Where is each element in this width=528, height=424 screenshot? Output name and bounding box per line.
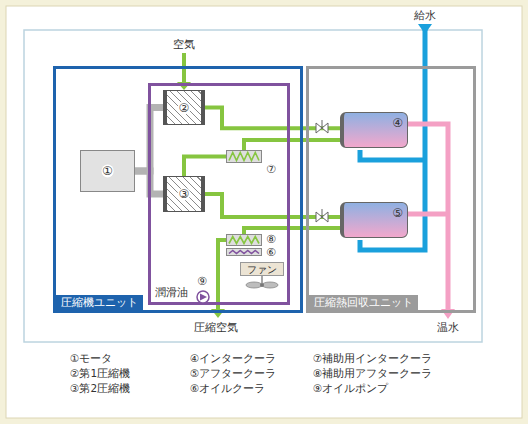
callout-number: ⑧	[266, 233, 276, 246]
valve	[316, 120, 328, 133]
flow-label: 温水	[437, 321, 459, 334]
cooler-coil: ⑧	[226, 234, 262, 246]
coil-symbol	[227, 151, 261, 162]
oil-cooler-coil: ⑥	[226, 248, 262, 256]
callout-number: ⑦	[266, 163, 276, 176]
frame	[24, 30, 482, 342]
air-line	[244, 140, 340, 150]
fan-blades	[246, 276, 278, 288]
group-title: 潤滑油	[155, 286, 188, 299]
cooler-coil: ⑦	[226, 150, 262, 163]
legend-text: ⑤アフタークーラ	[190, 367, 276, 380]
callout-number: ①	[101, 165, 114, 178]
hot-water-line	[408, 124, 448, 310]
air-line	[205, 108, 340, 129]
pump-symbol: ⑨	[196, 290, 210, 304]
callout-number: ④	[392, 117, 403, 130]
legend-text: ⑨オイルポンプ	[313, 382, 388, 395]
callout-number: ②	[178, 101, 191, 114]
unit-box: 圧縮熱回収ユニット ④ ⑤	[306, 66, 476, 313]
legend-text: ⑥オイルクーラ	[190, 382, 265, 395]
callout-number: ③	[178, 188, 191, 201]
callout-number: ⑤	[392, 207, 403, 220]
compressor-box: ③	[163, 176, 205, 212]
legend-text: ⑦補助用インタークーラ	[313, 352, 432, 365]
motor-box: ①	[80, 150, 135, 192]
callout-number: ⑨	[197, 275, 207, 288]
oil-loop: 潤滑油②③⑦⑧⑥ファン⑨	[148, 83, 290, 305]
air-line	[218, 240, 226, 310]
fan-box: ファン	[240, 262, 284, 276]
panel	[6, 6, 522, 418]
callout-number: ファン	[247, 264, 277, 275]
legend-text: ①モータ	[70, 352, 112, 365]
flow-label: 給水	[414, 9, 436, 22]
coil-symbol	[227, 235, 261, 245]
legend-text: ②第1圧縮機	[70, 367, 130, 380]
water-arrow	[418, 24, 432, 34]
legend-text: ④インタークーラ	[190, 352, 276, 365]
pump-symbol	[196, 290, 210, 304]
unit-box: 圧縮機ユニット潤滑油②③⑦⑧⑥ファン⑨①	[53, 66, 303, 313]
flow-label: 空気	[173, 38, 195, 51]
flow-label: 圧縮空気	[194, 321, 238, 334]
valve	[316, 209, 328, 222]
cooler-tank: ⑤	[340, 202, 408, 238]
legend-text: ③第2圧縮機	[70, 382, 130, 395]
group-title: 圧縮熱回収ユニット	[309, 295, 418, 310]
group-title: 圧縮機ユニット	[56, 295, 143, 310]
legend-text: ⑧補助用アフタークーラ	[313, 367, 432, 380]
cooler-tank: ④	[340, 112, 408, 148]
air-line	[184, 157, 226, 177]
coil-symbol	[227, 249, 261, 255]
air-line	[205, 194, 340, 217]
callout-number: ⑥	[266, 246, 276, 259]
compressor-box: ②	[163, 90, 205, 125]
